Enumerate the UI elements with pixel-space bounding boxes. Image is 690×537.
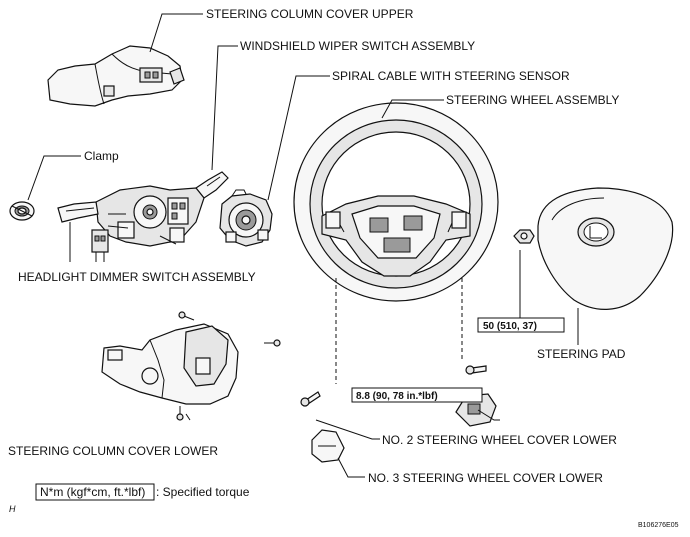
no3-cover-lower-part: [311, 429, 345, 463]
label-windshield-wiper-switch: WINDSHIELD WIPER SWITCH ASSEMBLY: [240, 39, 475, 53]
pad-nut-part: [513, 229, 535, 244]
steering-wheel-part: [293, 102, 499, 302]
label-headlight-dimmer-switch: HEADLIGHT DIMMER SWITCH ASSEMBLY: [18, 270, 256, 284]
leader-lines: [27, 13, 579, 478]
spiral-cable-part: [219, 189, 273, 247]
label-steering-pad: STEERING PAD: [537, 347, 626, 361]
torque-box-wheel-screw: [351, 387, 483, 403]
label-spiral-cable: SPIRAL CABLE WITH STEERING SENSOR: [332, 69, 570, 83]
wheel-screw-part: [300, 365, 487, 407]
clamp-part: [9, 201, 35, 221]
label-no2-cover-lower: NO. 2 STEERING WHEEL COVER LOWER: [382, 433, 617, 447]
figure-id: B106276E05: [638, 522, 679, 529]
label-clamp: Clamp: [84, 149, 119, 163]
legend-unit-box: [35, 483, 155, 501]
label-steering-column-cover-lower: STEERING COLUMN COVER LOWER: [8, 444, 218, 458]
legend-text: : Specified torque: [156, 485, 250, 499]
region-code: H: [9, 504, 16, 514]
torque-wheel-screw: 8.8 (90, 78 in.*lbf): [356, 391, 438, 402]
steering-pad-part: [537, 187, 674, 310]
legend-units: N*m (kgf*cm, ft.*lbf): [40, 485, 145, 499]
steering-column-cover-upper-part: [47, 45, 185, 107]
label-no3-cover-lower: NO. 3 STEERING WHEEL COVER LOWER: [368, 471, 603, 485]
torque-pad-nut: 50 (510, 37): [483, 321, 537, 332]
combination-switch-part: [57, 171, 229, 262]
steering-column-cover-lower-part: [101, 311, 281, 421]
label-steering-column-cover-upper: STEERING COLUMN COVER UPPER: [206, 7, 414, 21]
label-steering-wheel-assembly: STEERING WHEEL ASSEMBLY: [446, 93, 619, 107]
torque-box-pad-nut: [477, 317, 565, 333]
